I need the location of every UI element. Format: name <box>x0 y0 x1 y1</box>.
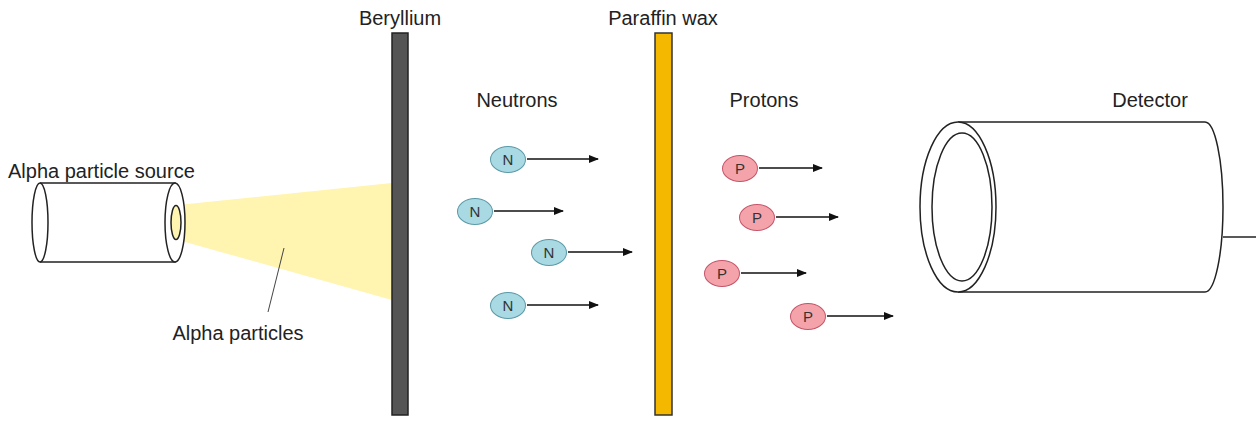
particle-letter: P <box>752 210 762 225</box>
particle-letter: N <box>503 298 514 313</box>
part-name: Beryllium <box>359 7 441 29</box>
neutron-circle: N <box>531 239 567 266</box>
detector-cylinder <box>920 122 1223 292</box>
alpha-source <box>32 183 185 262</box>
particle-letter: N <box>544 245 555 260</box>
part-name: Paraffin wax <box>608 7 718 29</box>
beryllium-plate <box>392 33 408 415</box>
proton-circle: P <box>722 155 758 182</box>
part-name: Detector <box>1112 89 1188 111</box>
neutron-arrows <box>494 159 632 305</box>
part-name: Alpha particle source <box>8 160 195 182</box>
particle-letter: P <box>717 266 727 281</box>
particle-letter: P <box>735 161 745 176</box>
alpha-beam <box>178 183 392 300</box>
paraffin-plate <box>655 33 672 415</box>
detector-wire <box>1223 236 1256 238</box>
particle-letter: N <box>503 152 514 167</box>
proton-circle: P <box>790 303 826 330</box>
neutron-circle: N <box>490 146 526 173</box>
proton-arrows <box>741 168 893 316</box>
particle-letter: P <box>803 309 813 324</box>
callout-label: Alpha particles <box>172 322 303 344</box>
particle-name: Protons <box>730 89 799 111</box>
particle-name: Neutrons <box>476 89 557 111</box>
particle-letter: N <box>470 204 481 219</box>
neutron-circle: N <box>490 292 526 319</box>
proton-circle: P <box>704 260 740 287</box>
neutron-circle: N <box>457 198 493 225</box>
leader-line <box>268 248 284 312</box>
proton-circle: P <box>739 204 775 231</box>
